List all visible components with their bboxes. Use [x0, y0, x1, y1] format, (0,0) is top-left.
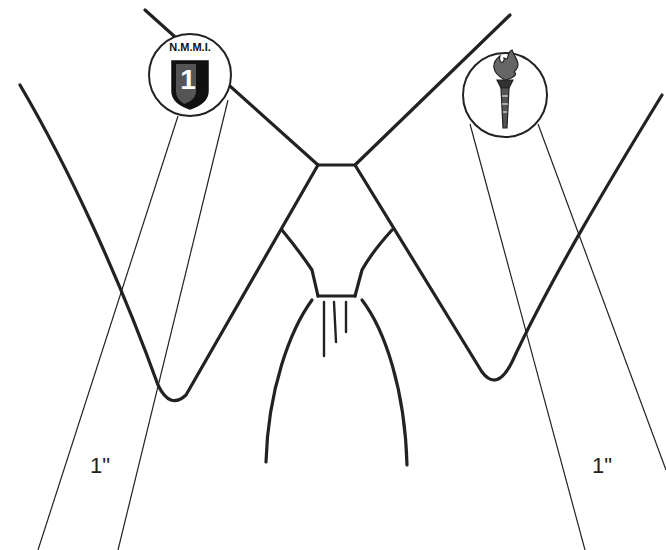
leader-line — [538, 124, 666, 470]
unit-number: 1 — [180, 66, 196, 94]
insignia-circle: N.M.M.I. 1 — [148, 33, 232, 117]
tie-edge — [362, 300, 407, 465]
leader-line — [470, 124, 585, 550]
band-edge — [282, 230, 318, 296]
leader-line — [118, 100, 228, 550]
school-initials: N.M.M.I. — [169, 42, 211, 53]
left-collar — [20, 85, 318, 401]
tie-fold — [345, 302, 347, 332]
tie-edge — [266, 300, 312, 462]
neckline — [145, 10, 510, 165]
dimension-label: 1" — [88, 453, 112, 479]
tie-fold — [323, 302, 325, 356]
tie-fold — [334, 302, 336, 342]
tie-knot — [318, 294, 355, 297]
leader-line — [38, 116, 178, 550]
band-edge — [355, 230, 392, 296]
dimension-label: 1" — [590, 453, 614, 479]
torch-insignia — [463, 50, 547, 137]
